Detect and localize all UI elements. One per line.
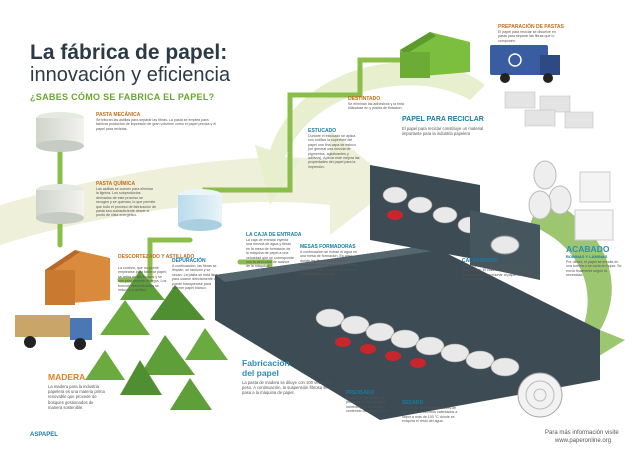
text-pasta-mecanica: Se trituran las astillas para separar la… — [96, 118, 217, 131]
tank-mecanica — [36, 112, 84, 152]
label-fabricacion: Fabricación del papel — [242, 358, 290, 378]
paper-machine — [215, 245, 600, 420]
page-title: La fábrica de papel: — [30, 41, 228, 64]
tank-depuracion — [178, 189, 222, 231]
coating-machine — [370, 165, 540, 280]
text-caja-entrada: La caja de entrada inyecta una mezcla de… — [246, 238, 294, 269]
big-arrow-left — [0, 130, 395, 245]
paper-rolls — [528, 160, 572, 220]
recycle-arrow — [255, 61, 485, 205]
label-pasta-quimica: PASTA QUÍMICA — [96, 181, 136, 187]
label-prensado: PRENSADO — [346, 390, 375, 396]
label-depuracion: DEPURACIÓN — [172, 258, 206, 264]
log-truck — [15, 315, 92, 350]
text-secado: La hoja de papel pasa a través de una se… — [402, 406, 458, 424]
big-arrow-right — [530, 195, 625, 380]
label-estucado: ESTUCADO — [308, 128, 337, 134]
text-madera: La madera para la industria papelera es … — [48, 384, 105, 410]
recycle-truck — [490, 45, 560, 83]
label-descortezado: DESCORTEZADO Y ASTILLADO — [118, 254, 195, 260]
label-secado: SECADO — [402, 400, 424, 406]
forest — [85, 270, 228, 410]
text-pasta-quimica: Las astillas se cuecen para eliminar la … — [96, 187, 156, 218]
label-calandrado: CALANDRADO — [462, 258, 498, 264]
text-destintado: Se eliminan las adhesivos y la tinta hil… — [348, 102, 404, 111]
text-preparacion: El papel para reciclar se disuelve en pa… — [498, 30, 556, 43]
tank-quimica — [36, 184, 84, 224]
footer-brand: ASPAPEL — [30, 432, 58, 438]
page-title-line2: innovación y eficiencia — [30, 64, 231, 86]
text-papel-reciclar: El papel para reciclar constituye un mat… — [402, 126, 484, 136]
page-subtitle: ¿SABES CÓMO SE FABRICA EL PAPEL? — [30, 92, 215, 102]
text-calandrado: Después del estucado, el papel puede cal… — [462, 264, 537, 282]
label-caja-entrada: LA CAJA DE ENTRADA — [246, 232, 302, 238]
text-acabado: Por último, el papel se enrolla en una b… — [566, 260, 622, 278]
label-mesas: MESAS FORMADORAS — [300, 244, 356, 250]
paper-bales — [504, 91, 594, 129]
text-fabricacion: La pasta de madera se diluye con 100 vec… — [242, 380, 331, 396]
label-pasta-mecanica: PASTA MECÁNICA — [96, 112, 141, 118]
footer-url: www.paperonline.org — [555, 438, 612, 444]
recycle-house — [400, 32, 470, 78]
footer-info: Para más información visite — [545, 430, 619, 436]
label-madera: MADERA — [48, 372, 86, 382]
label-papel-reciclar: PAPEL PARA RECICLAR — [402, 116, 484, 123]
label-preparacion: PREPARACIÓN DE PASTAS — [498, 24, 564, 30]
text-mesas: A continuación se extrae el agua en una … — [300, 250, 357, 277]
label-destintado: DESTINTADO — [348, 96, 381, 102]
shed-descortezado — [45, 250, 110, 305]
label-acabado: ACABADO — [566, 244, 610, 254]
text-estucado: Durante el estucado se aplica con rodill… — [308, 134, 360, 169]
sublabel-acabado: BOBINAS Y LÁMINAS — [566, 254, 608, 259]
text-prensado: Durante el prensado, se presiona la hoja… — [346, 396, 389, 414]
text-depuracion: A continuación, las fibras se limpian, s… — [172, 264, 218, 291]
text-descortezado: La corteza, que no puede emplearse para … — [118, 266, 167, 293]
paper-sheets — [574, 171, 614, 241]
